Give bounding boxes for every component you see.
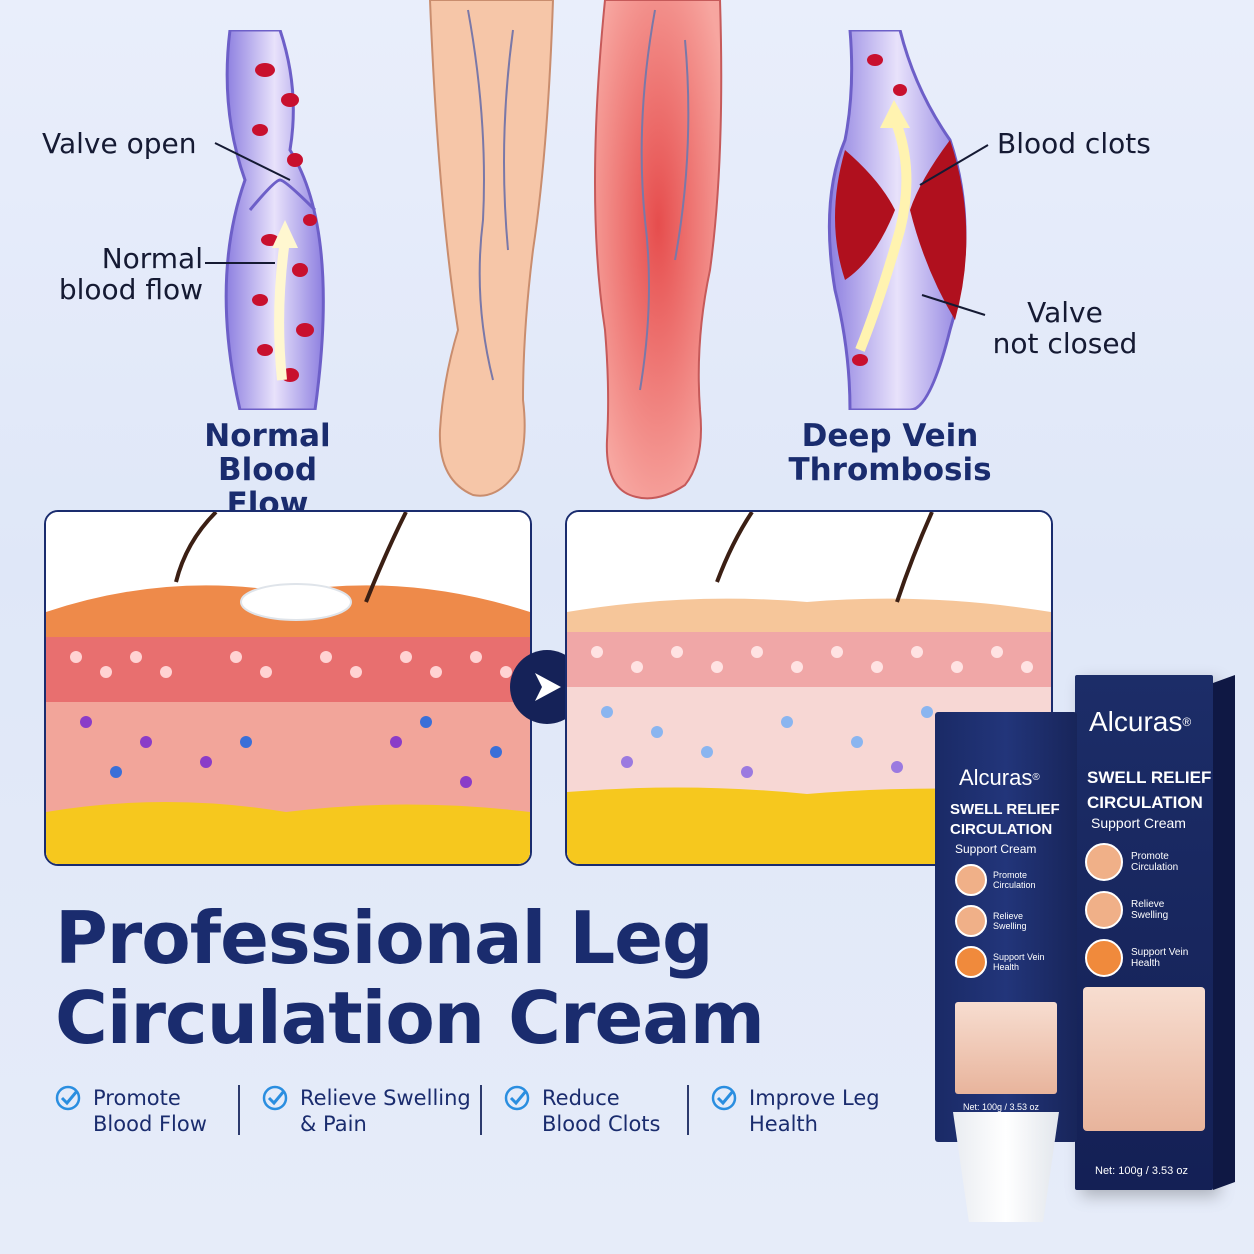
left-callout-lines (205, 142, 291, 264)
box-name-line1: SWELL RELIEF (1087, 768, 1212, 787)
benefit-text: Improve Leg Health (749, 1086, 880, 1136)
right-callout-lines (919, 144, 989, 316)
benefit-improve-leg-health: Improve Leg Health (711, 1085, 881, 1137)
product-box: Alcuras® SWELL RELIEF CIRCULATION Suppor… (1075, 674, 1235, 1190)
box-feature: Support Vein Health (1131, 947, 1189, 969)
normal-blood-flow-caption: Normal Blood Flow (204, 418, 331, 522)
skin-before-illustration (46, 512, 530, 864)
tube-name-line2: CIRCULATION (950, 821, 1053, 838)
box-name-line2: CIRCULATION (1087, 793, 1203, 812)
box-feature: Promote Circulation (1131, 851, 1179, 873)
benefit-text: Promote Blood Flow (93, 1086, 207, 1136)
benefits-row: Promote Blood Flow Relieve Swelling & Pa… (55, 1085, 881, 1137)
leg-icon (955, 864, 987, 896)
benefit-reduce-clots: Reduce Blood Clots (504, 1085, 679, 1137)
dvt-vein-illustration (827, 30, 967, 410)
benefit-text: Reduce Blood Clots (542, 1086, 661, 1136)
tube-legs-photo (955, 1002, 1057, 1094)
tube-name-line3: Support Cream (955, 842, 1037, 856)
check-icon (504, 1085, 530, 1111)
healthy-leg-illustration (428, 0, 555, 497)
valve-open-label: Valve open (42, 127, 197, 160)
dvt-caption: Deep Vein Thrombosis (788, 418, 992, 488)
leg-icon (1085, 891, 1123, 929)
tube-feature: Relieve Swelling (993, 911, 1027, 931)
headline-line1: Professional Leg (55, 896, 714, 980)
box-name-line3: Support Cream (1091, 815, 1186, 831)
benefit-divider (687, 1085, 689, 1135)
benefit-divider (480, 1085, 482, 1135)
box-net-weight: Net: 100g / 3.53 oz (1095, 1165, 1188, 1177)
normal-vein-illustration (224, 30, 325, 410)
check-icon (711, 1085, 737, 1111)
tube-feature: Promote Circulation (993, 870, 1036, 890)
skin-before-panel (44, 510, 532, 866)
swollen-leg-illustration (594, 0, 723, 500)
tube-brand: Alcuras (959, 765, 1033, 790)
box-reg-mark: ® (1182, 715, 1192, 729)
normal-blood-flow-label: Normal blood flow (58, 242, 203, 306)
check-badge-icon (955, 946, 987, 978)
box-legs-photo (1083, 987, 1205, 1131)
product-tube: Alcuras® SWELL RELIEF CIRCULATION Suppor… (935, 712, 1077, 1222)
headline-line2: Circulation Cream (55, 976, 765, 1060)
benefit-promote-blood-flow: Promote Blood Flow (55, 1085, 220, 1137)
check-icon (55, 1085, 81, 1111)
leg-icon (955, 905, 987, 937)
tube-net-weight: Net: 100g / 3.53 oz (963, 1102, 1040, 1112)
check-badge-icon (1085, 939, 1123, 977)
box-brand: Alcuras (1089, 706, 1183, 737)
headline: Professional Leg Circulation Cream (55, 896, 765, 1060)
box-feature: Relieve Swelling (1131, 899, 1169, 921)
leg-icon (1085, 843, 1123, 881)
blood-clots-label: Blood clots (997, 127, 1151, 160)
benefit-divider (238, 1085, 240, 1135)
valve-not-closed-label: Valve not closed (992, 296, 1138, 360)
benefit-text: Relieve Swelling & Pain (300, 1086, 471, 1136)
tube-name-line1: SWELL RELIEF (950, 801, 1060, 818)
check-icon (262, 1085, 288, 1111)
tube-feature: Support Vein Health (993, 952, 1045, 972)
benefit-relieve-swelling: Relieve Swelling & Pain (262, 1085, 472, 1137)
tube-reg-mark: ® (1032, 772, 1040, 783)
